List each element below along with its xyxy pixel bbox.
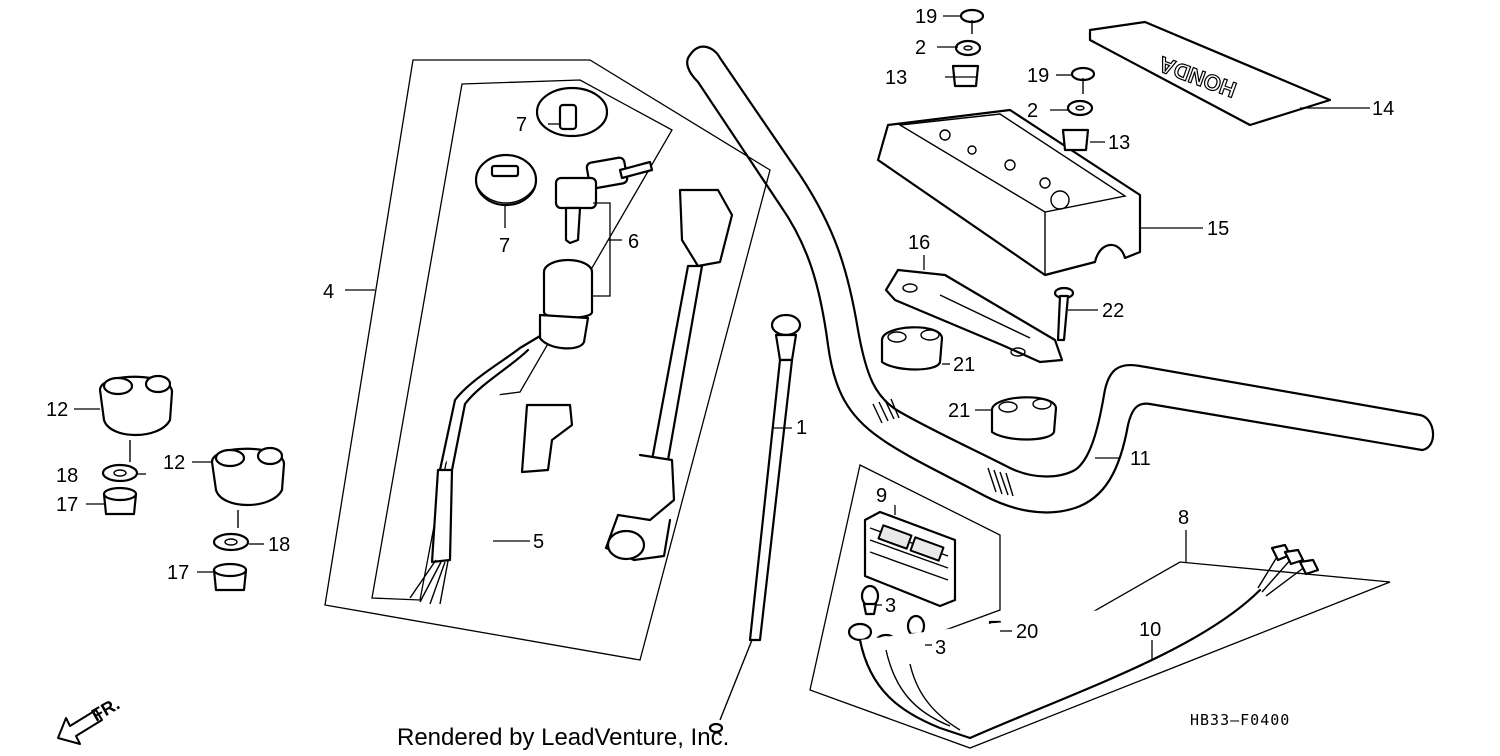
callout-5: 5 (533, 531, 544, 553)
grommet-13a[interactable] (951, 64, 980, 88)
screw-19b[interactable] (1070, 66, 1096, 94)
ignition-switch-group-frame (324, 59, 771, 661)
callout-2b: 2 (1027, 100, 1038, 122)
bulb-3a[interactable] (860, 584, 880, 616)
callout-7a: 7 (516, 114, 527, 136)
washer-left[interactable] (101, 463, 139, 483)
upper-holder-left[interactable] (98, 374, 174, 462)
ignition-cap-upper[interactable] (535, 86, 609, 138)
callout-22: 22 (1102, 300, 1124, 322)
callout-8: 8 (1178, 507, 1189, 529)
callout-11: 11 (1130, 448, 1151, 470)
callout-6: 6 (628, 231, 639, 253)
nut-right[interactable] (212, 562, 248, 592)
washer-2b[interactable] (1066, 99, 1094, 117)
callout-21a: 21 (953, 354, 975, 376)
housing-cover[interactable]: HONDA (1088, 20, 1332, 127)
upper-holder-right[interactable] (210, 446, 286, 528)
lower-holder-b[interactable] (990, 396, 1058, 441)
callout-3b: 3 (935, 637, 946, 659)
callout-15: 15 (1207, 218, 1229, 240)
callout-9: 9 (876, 485, 887, 507)
indicator-housing[interactable] (876, 108, 1142, 277)
wire-harness-group-frame (809, 464, 1391, 749)
ignition-switch[interactable] (409, 258, 594, 605)
callout-17a: 17 (56, 494, 78, 516)
callout-19b: 19 (1027, 65, 1049, 87)
callout-12b: 12 (163, 452, 185, 474)
callout-12a: 12 (46, 399, 68, 421)
callout-17b: 17 (167, 562, 189, 584)
handlebar[interactable] (686, 45, 1435, 514)
indicator-lens[interactable] (863, 510, 957, 608)
diagram-code: HB33—F0400 (1190, 711, 1290, 729)
callout-10: 10 (1139, 619, 1161, 641)
callout-1: 1 (796, 417, 807, 439)
callout-labels: 1 2 2 3 3 4 5 6 7 7 8 9 10 11 12 12 13 1… (46, 6, 1394, 659)
housing-bracket[interactable] (884, 268, 1064, 364)
callout-18a: 18 (56, 465, 78, 487)
washer-right[interactable] (212, 532, 250, 552)
callout-7b: 7 (499, 235, 510, 257)
callout-14: 14 (1372, 98, 1394, 120)
callout-13a: 13 (885, 67, 907, 89)
lower-holder-a[interactable] (880, 326, 944, 371)
socket-harness[interactable] (847, 543, 1320, 740)
throttle-cable[interactable] (708, 313, 802, 734)
ignition-keys[interactable] (554, 156, 654, 245)
ignition-cap-lower[interactable] (474, 153, 538, 207)
screw-19a[interactable] (959, 8, 985, 34)
callout-16: 16 (908, 232, 930, 254)
grommet-13b[interactable] (1061, 128, 1090, 152)
front-direction-arrow-icon: FR. (57, 694, 123, 745)
callout-4: 4 (323, 281, 334, 303)
callout-21b: 21 (948, 400, 970, 422)
choke-lever-assembly[interactable] (604, 188, 734, 562)
callout-19a: 19 (915, 6, 937, 28)
leader-lines (74, 15, 1370, 660)
footer-credit: Rendered by LeadVenture, Inc. (397, 724, 729, 751)
callout-20: 20 (1016, 621, 1038, 643)
washer-2a[interactable] (954, 39, 982, 57)
nut-left[interactable] (102, 486, 138, 516)
callout-18b: 18 (268, 534, 290, 556)
callout-3a: 3 (885, 595, 896, 617)
housing-bolt[interactable] (1053, 286, 1075, 342)
callout-13b: 13 (1108, 132, 1130, 154)
callout-2a: 2 (915, 37, 926, 59)
